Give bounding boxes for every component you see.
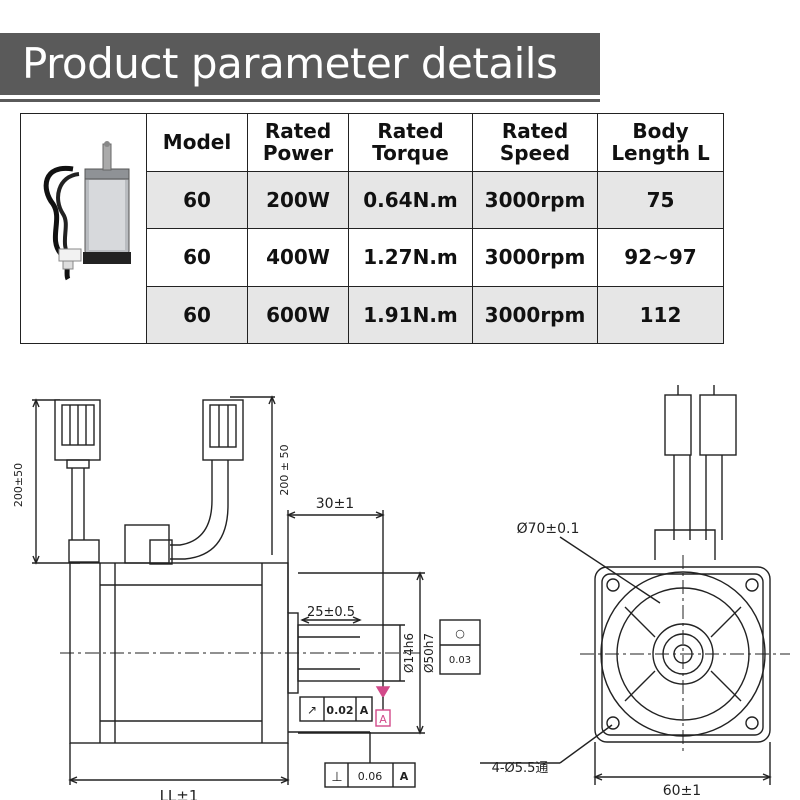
circularity-value: 0.03: [449, 655, 471, 666]
perpendicularity-datum: A: [400, 770, 409, 783]
runout-symbol: ↗: [307, 703, 317, 717]
circularity-symbol: ○: [455, 627, 465, 640]
dim-shaft-length: 30±1: [316, 496, 354, 512]
runout-datum: A: [360, 704, 369, 717]
servo-motor-photo: [43, 141, 131, 281]
col-header-line: Rated: [501, 119, 569, 144]
col-header-line: Rated: [264, 119, 332, 144]
technical-drawing: 200±50 200 ± 50 30±1 25±0.5 Ø14h6 Ø50h7 …: [12, 385, 790, 800]
cell-model: 60: [146, 285, 248, 344]
cell-body-length: 92~97: [597, 228, 724, 287]
perpendicularity-value: 0.06: [358, 770, 383, 783]
dim-body-length: LL±1: [160, 787, 199, 800]
col-header-speed: Rated Speed: [472, 113, 598, 172]
product-photo-cell: [20, 113, 147, 344]
dim-flange-size: 60±1: [663, 783, 701, 799]
table-header-row: Model Rated Power Rated Torque Rated Spe…: [20, 113, 724, 344]
page-title: Product parameter details: [22, 39, 558, 88]
col-header-line: Torque: [372, 141, 449, 166]
dim-cable-left: 200±50: [12, 463, 25, 507]
dim-pilot-diameter: Ø50h7: [422, 633, 436, 673]
col-header-line: Model: [162, 130, 232, 155]
cell-power: 600W: [247, 285, 349, 344]
cell-torque: 1.91N.m: [348, 285, 473, 344]
dim-mounting-holes: 4-Ø5.5通: [492, 761, 549, 776]
runout-value: 0.02: [326, 704, 353, 717]
cell-torque: 1.27N.m: [348, 228, 473, 287]
dim-bolt-circle: Ø70±0.1: [517, 521, 580, 537]
dim-shaft-diameter: Ø14h6: [402, 633, 416, 673]
col-header-line: Rated: [377, 119, 444, 144]
col-header-power: Rated Power: [247, 113, 349, 172]
cell-speed: 3000rpm: [472, 228, 598, 287]
col-header-line: Speed: [499, 141, 571, 166]
table-row: 60 600W 1.91N.m 3000rpm 112: [21, 285, 724, 344]
cell-power: 200W: [247, 170, 349, 229]
title-underline: [0, 99, 600, 102]
cell-speed: 3000rpm: [472, 170, 598, 229]
datum-label: A: [379, 713, 387, 726]
col-header-line: Power: [262, 141, 334, 166]
cell-speed: 3000rpm: [472, 285, 598, 344]
cell-model: 60: [146, 170, 248, 229]
dim-key-length: 25±0.5: [307, 605, 355, 620]
title-banner: Product parameter details: [0, 33, 600, 95]
table-row: 60 200W 0.64N.m 3000rpm 75: [21, 170, 724, 229]
cell-body-length: 112: [597, 285, 724, 344]
dim-cable-right: 200 ± 50: [278, 444, 291, 495]
cell-torque: 0.64N.m: [348, 170, 473, 229]
col-header-line: Length L: [611, 141, 710, 166]
cell-model: 60: [146, 228, 248, 287]
parameter-table: Model Rated Power Rated Torque Rated Spe…: [20, 113, 724, 344]
col-header-torque: Rated Torque: [348, 113, 473, 172]
cell-power: 400W: [247, 228, 349, 287]
table-row: 60 400W 1.27N.m 3000rpm 92~97: [21, 228, 724, 287]
col-header-body-length: Body Length L: [597, 113, 724, 172]
col-header-line: Body: [632, 119, 689, 144]
cell-body-length: 75: [597, 170, 724, 229]
col-header-model: Model: [146, 113, 248, 172]
perpendicularity-symbol: ⊥: [331, 770, 342, 785]
